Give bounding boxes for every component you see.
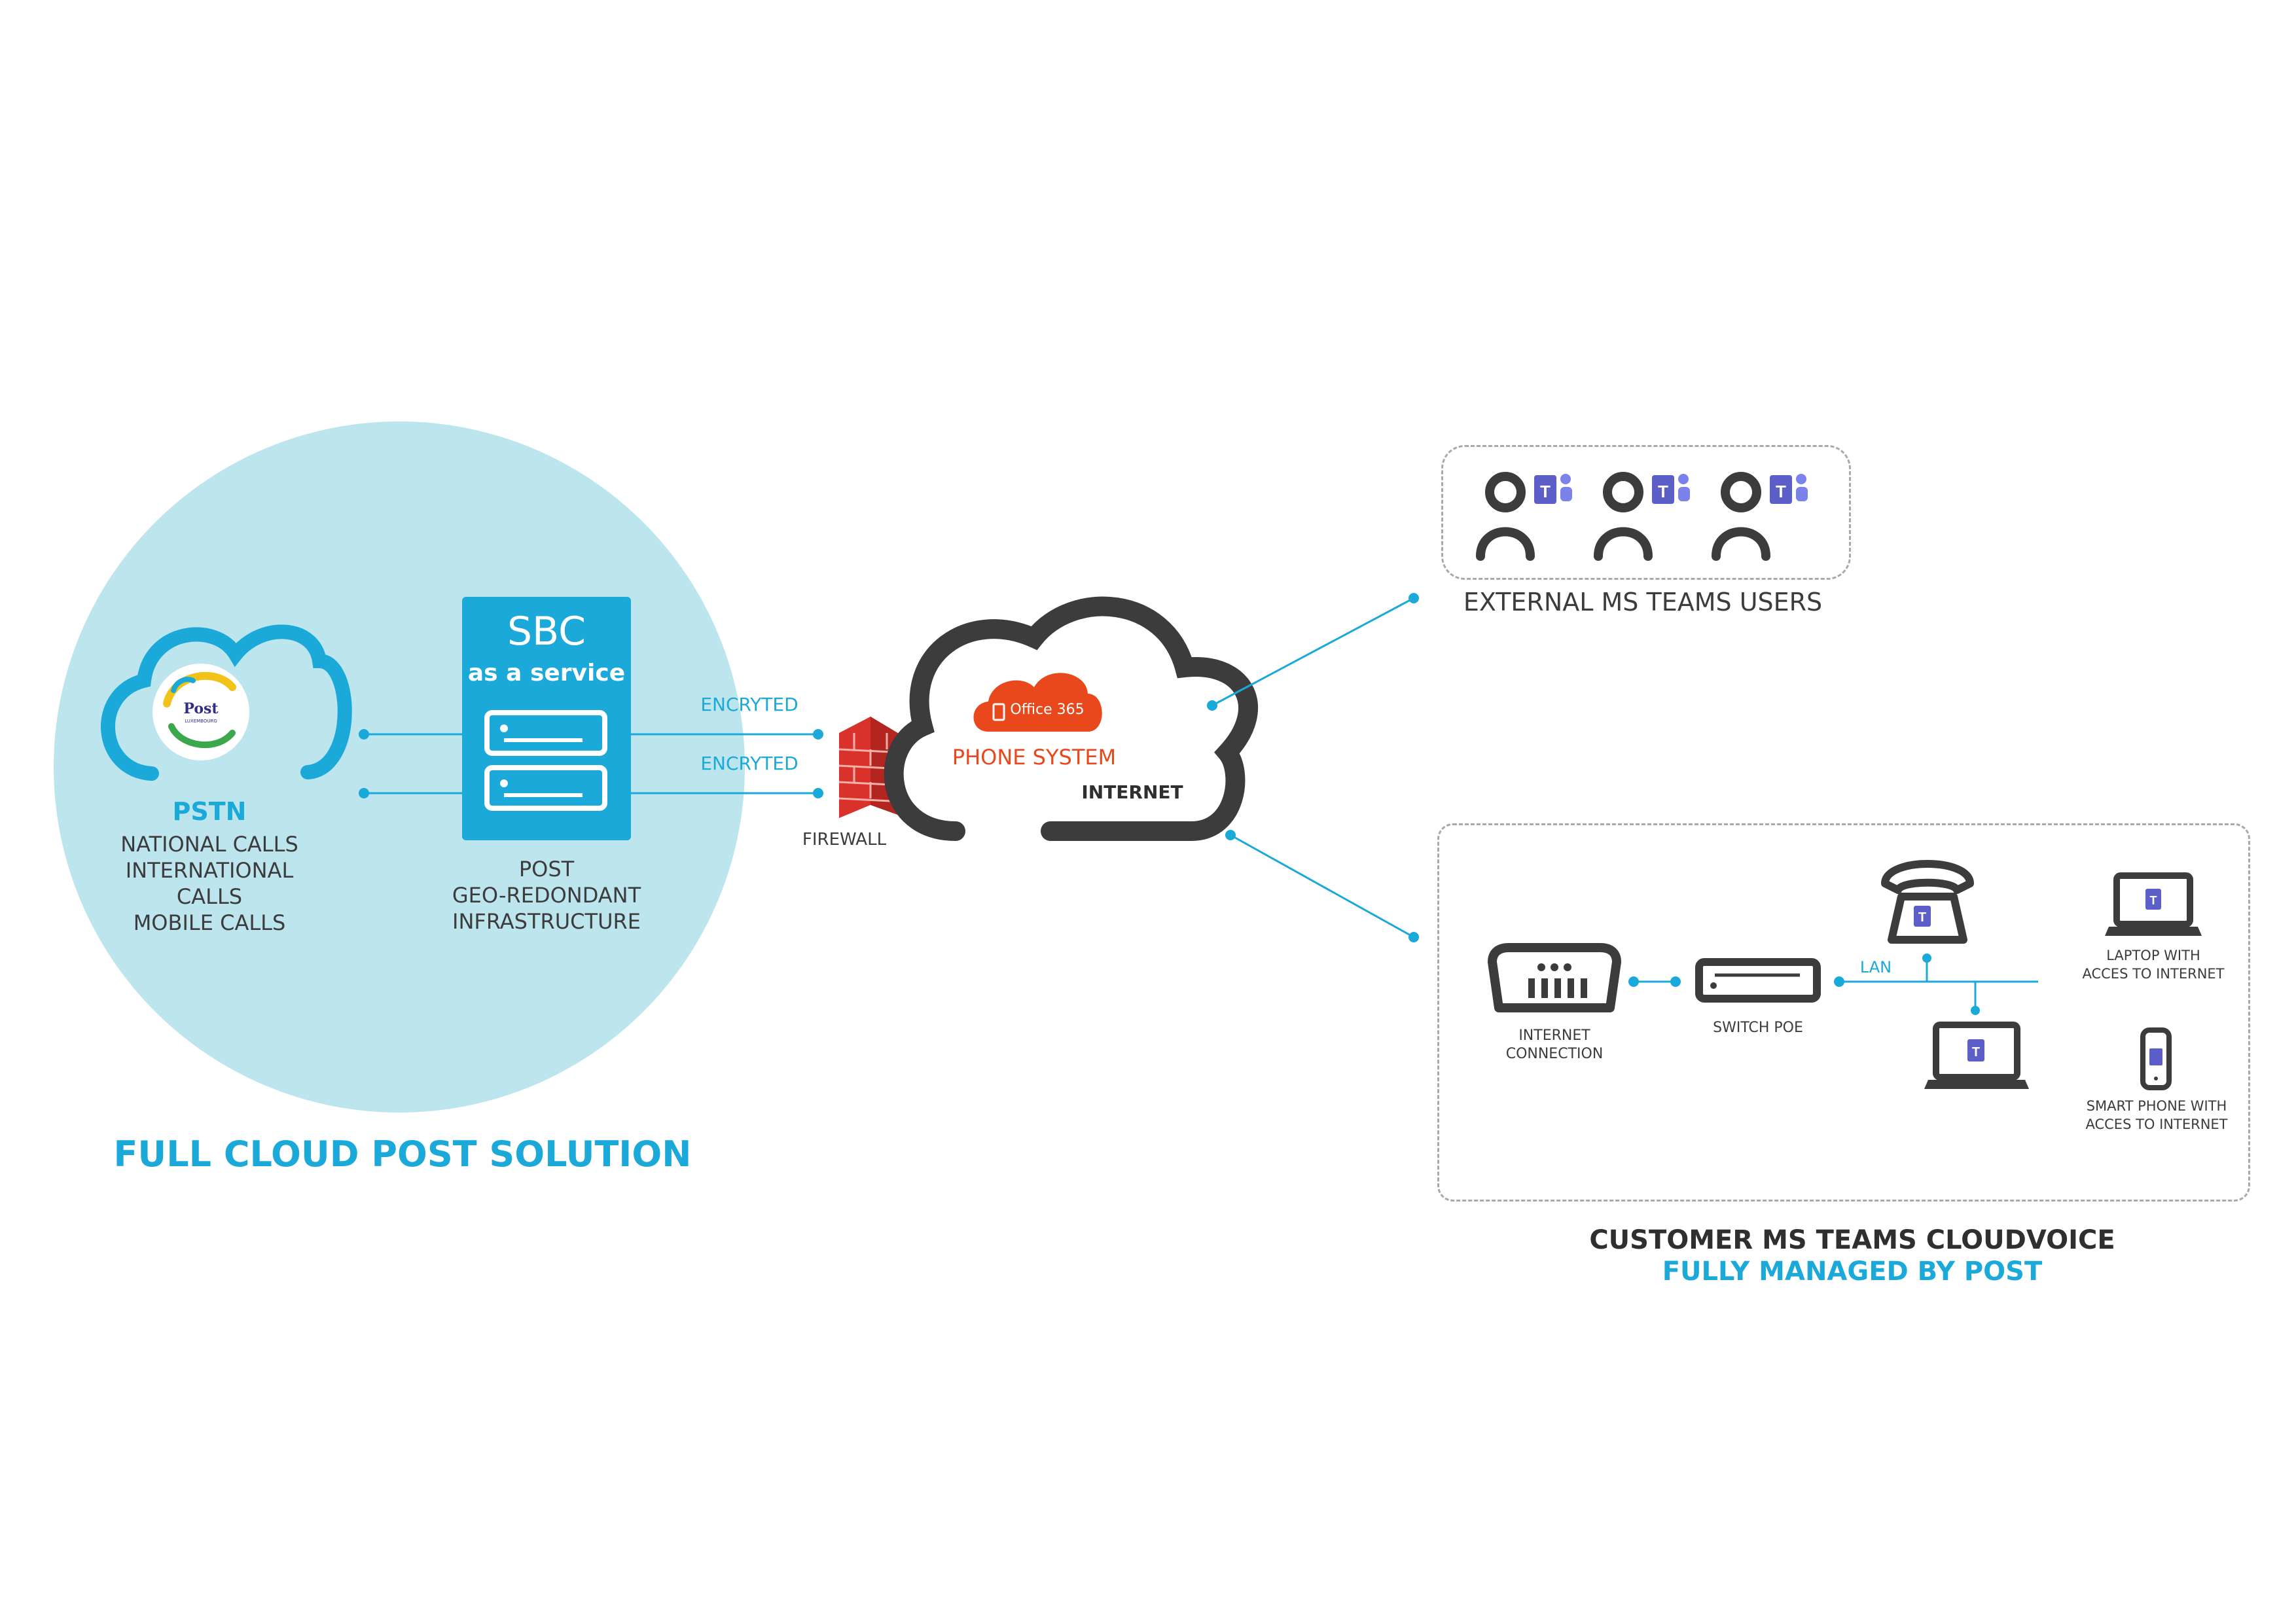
firewall-label: FIREWALL: [802, 830, 887, 849]
post-logo-subtext: LUXEMBOURG: [185, 719, 217, 724]
lan-dot: [1834, 976, 1844, 987]
router-icon: [1488, 943, 1621, 1012]
user-icon: [1594, 472, 1653, 561]
sbc-caption-3: INFRASTRUCTURE: [452, 909, 641, 934]
svg-text:T: T: [2150, 894, 2157, 907]
external-user-1: T: [1476, 472, 1572, 561]
solution-circle: [54, 421, 745, 1113]
post-logo-icon: [152, 664, 249, 760]
external-user-2: T: [1594, 472, 1690, 561]
cloud-icon: [100, 624, 352, 781]
lan-laptop-dot: [1971, 1006, 1980, 1015]
user-icon: [1476, 472, 1535, 561]
teams-icon: T: [1770, 474, 1808, 504]
phone-system-label: PHONE SYSTEM: [952, 745, 1117, 770]
sbc-title: SBC: [507, 609, 586, 654]
internet-label: INTERNET: [1081, 781, 1183, 803]
internet-connection-label-1: INTERNET: [1518, 1027, 1590, 1044]
smartphone-icon: [2140, 1027, 2172, 1090]
sbc-subtitle: as a service: [467, 660, 626, 687]
pstn-link-top-dot: [359, 729, 369, 740]
internet-cloud-icon: [884, 596, 1258, 841]
user-icon: [1712, 472, 1770, 561]
smartphone-label-1: SMART PHONE WITH: [2086, 1098, 2227, 1114]
laptop-label-2: ACCES TO INTERNET: [2082, 966, 2225, 982]
internet-connection-label-2: CONNECTION: [1505, 1046, 1604, 1062]
smartphone-label-2: ACCES TO INTERNET: [2085, 1116, 2228, 1132]
cloud-to-customer-line: [1230, 834, 1414, 938]
svg-text:T: T: [1540, 482, 1551, 501]
customer-subtitle: FULLY MANAGED BY POST: [1662, 1257, 2043, 1287]
cloud-to-customer-dot-a: [1225, 830, 1236, 840]
switch-label: SWITCH POE: [1713, 1020, 1803, 1036]
encrypted-label-top: ENCRYTED: [700, 694, 798, 715]
switch-link-dot: [1670, 976, 1681, 987]
sbc-link-bottom-dot: [813, 788, 823, 798]
svg-text:T: T: [1658, 482, 1668, 501]
teams-icon: T: [1534, 474, 1572, 504]
pstn-line-4: MOBILE CALLS: [133, 910, 286, 935]
full-cloud-title: FULL CLOUD POST SOLUTION: [113, 1133, 692, 1175]
external-user-3: T: [1712, 472, 1808, 561]
router-link-dot: [1628, 976, 1639, 987]
customer-title: CUSTOMER MS TEAMS CLOUDVOICE: [1589, 1225, 2115, 1255]
encrypted-label-bottom: ENCRYTED: [700, 753, 798, 774]
cloud-to-customer-dot-b: [1408, 932, 1419, 942]
post-logo-text: Post: [183, 700, 219, 717]
switch-icon: [1695, 958, 1821, 1003]
pstn-title: PSTN: [172, 797, 247, 826]
external-users-box: [1441, 445, 1851, 580]
office365-label: Office 365: [1010, 702, 1085, 718]
cloud-to-users-dot-a: [1207, 700, 1217, 711]
pstn-link-bottom-dot: [359, 788, 369, 798]
office-logo-mark: [992, 703, 1005, 721]
laptop-icon: T: [1924, 1022, 2029, 1089]
svg-text:T: T: [1918, 910, 1926, 925]
lan-label: LAN: [1859, 958, 1892, 976]
sbc-caption-1: POST: [518, 857, 575, 882]
lan-phone-dot: [1922, 954, 1931, 963]
sbc-caption-2: GEO-REDONDANT: [452, 883, 641, 908]
svg-text:T: T: [1972, 1045, 1980, 1060]
laptop-label-1: LAPTOP WITH: [2106, 948, 2200, 963]
laptop-icon: T: [2105, 872, 2202, 936]
external-users-label: EXTERNAL MS TEAMS USERS: [1463, 588, 1823, 616]
customer-box: [1437, 823, 2250, 1202]
pstn-line-3: CALLS: [176, 884, 243, 909]
sbc-link-top-dot: [813, 729, 823, 740]
teams-icon: T: [1652, 474, 1690, 504]
desk-phone-icon: T: [1881, 860, 1974, 944]
svg-text:T: T: [1776, 482, 1786, 501]
server-icon: [484, 710, 607, 811]
pstn-line-2: INTERNATIONAL: [125, 858, 294, 883]
cloud-to-users-dot-b: [1408, 593, 1419, 603]
pstn-line-1: NATIONAL CALLS: [120, 832, 298, 857]
office365-icon: [973, 673, 1102, 732]
cloud-to-users-line: [1211, 597, 1414, 707]
